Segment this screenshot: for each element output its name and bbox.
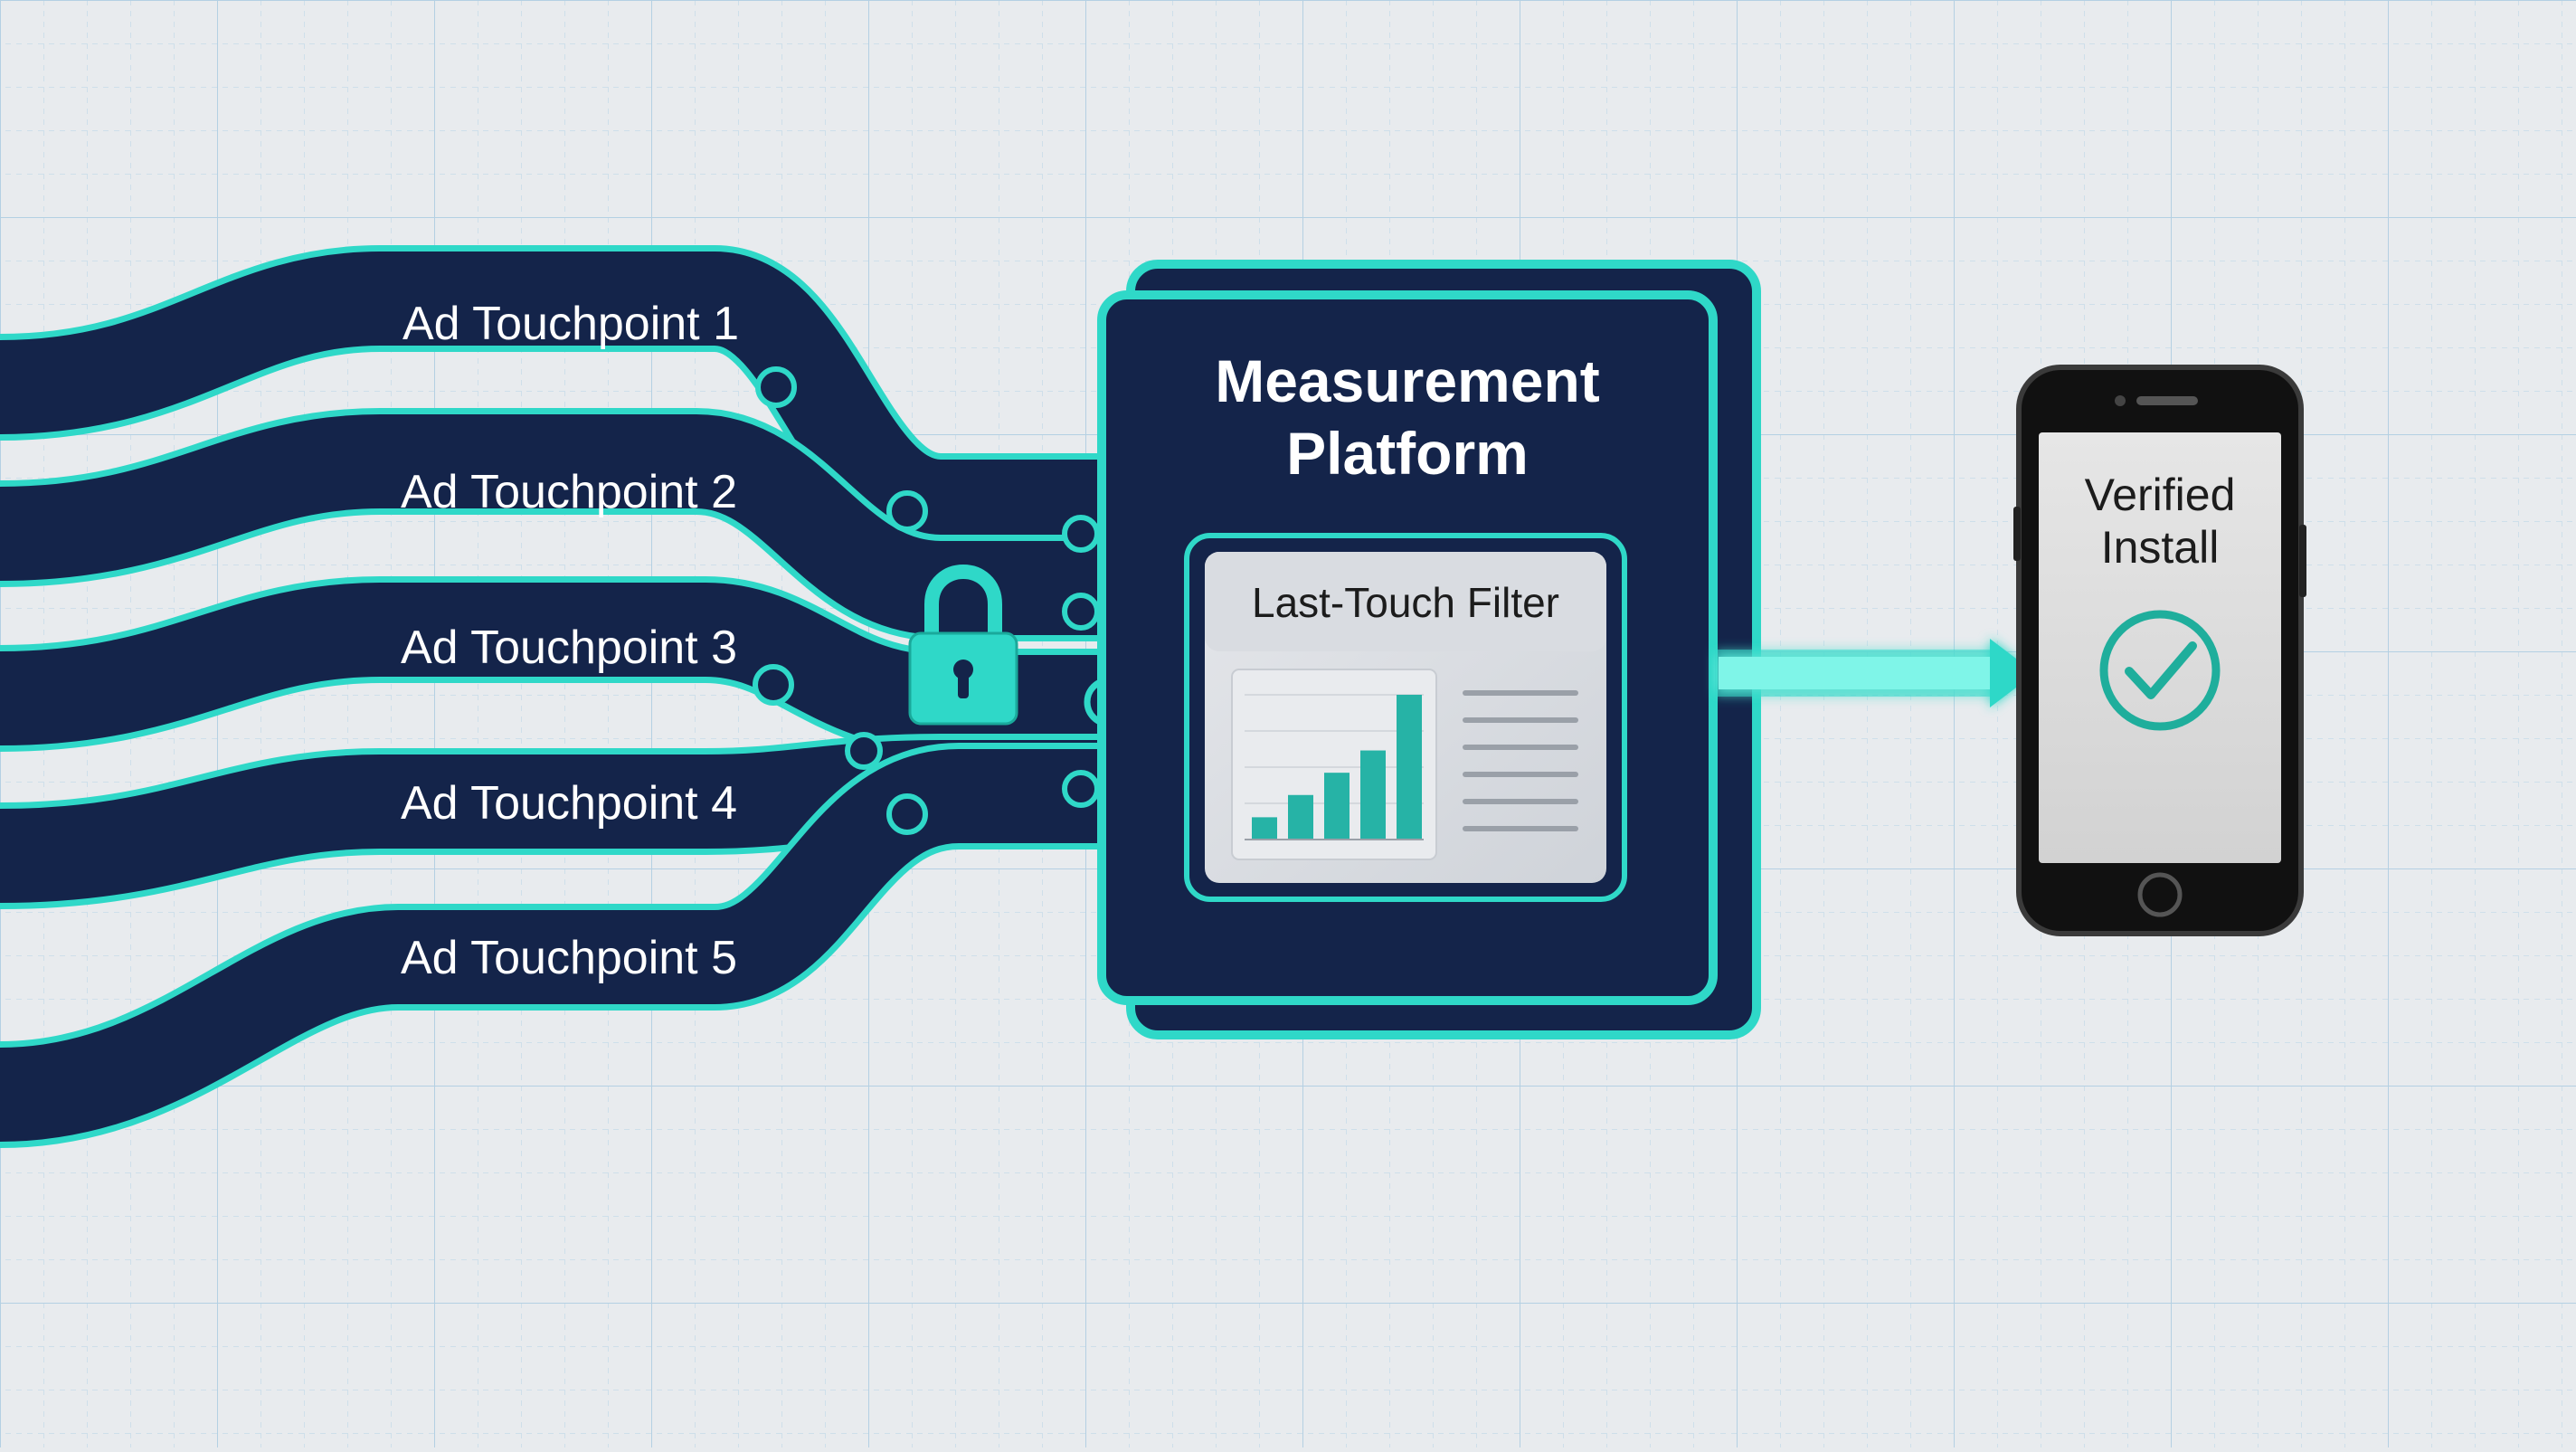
phone-home-button [2137,872,2183,917]
touchpoint-label-4: Ad Touchpoint 4 [401,777,737,830]
phone-label-line2: Install [2101,522,2220,573]
connector-node [845,732,883,770]
mini-chart [1245,694,1424,840]
output-arrow [1715,639,2035,707]
filter-panel-header [1205,552,1606,651]
touchpoint-label-2: Ad Touchpoint 2 [401,466,737,518]
measurement-platform: Measurement Platform Last-Touch Filter [1097,260,1761,1039]
touchpoint-ribbon-2: Ad Touchpoint 2 [0,408,1103,641]
connector-node [1062,515,1100,553]
connector-node [886,490,928,532]
checkmark-circle-icon [2099,610,2221,731]
mini-chart-bar [1324,773,1350,840]
filter-label: Last-Touch Filter [1252,579,1559,626]
touchpoint-label-5: Ad Touchpoint 5 [401,932,737,984]
phone-screen [2039,432,2281,863]
phone-camera [2115,395,2126,406]
report-text-lines [1463,690,1578,831]
touchpoint-label-3: Ad Touchpoint 3 [401,622,737,674]
touchpoint-ribbon-5: Ad Touchpoint 5 [0,743,1103,1148]
connector-node [1062,593,1100,631]
mini-chart-bar [1360,750,1386,840]
connector-nodes [753,366,1100,835]
mini-chart-bar [1288,794,1313,840]
platform-title-line1: Measurement [1215,347,1600,414]
mini-chart-bar [1252,817,1277,840]
platform-title-line2: Platform [1286,420,1529,487]
touchpoint-ribbon-1: Ad Touchpoint 1 [0,245,1103,560]
connector-node [753,664,794,706]
touchpoint-label-1: Ad Touchpoint 1 [402,298,739,350]
touchpoint-ribbon-3: Ad Touchpoint 3 [0,576,1103,755]
mini-chart-bar [1397,695,1422,840]
connector-node [755,366,797,408]
connector-node [886,793,928,835]
padlock-icon [908,565,1018,726]
connector-node [1062,770,1100,808]
phone-label-line1: Verified [2085,470,2236,520]
phone: Verified Install [2013,365,2306,936]
phone-speaker [2136,396,2198,405]
touchpoint-ribbons: Ad Touchpoint 1 Ad Touchpoint 2 Ad Touch… [0,245,1103,1148]
